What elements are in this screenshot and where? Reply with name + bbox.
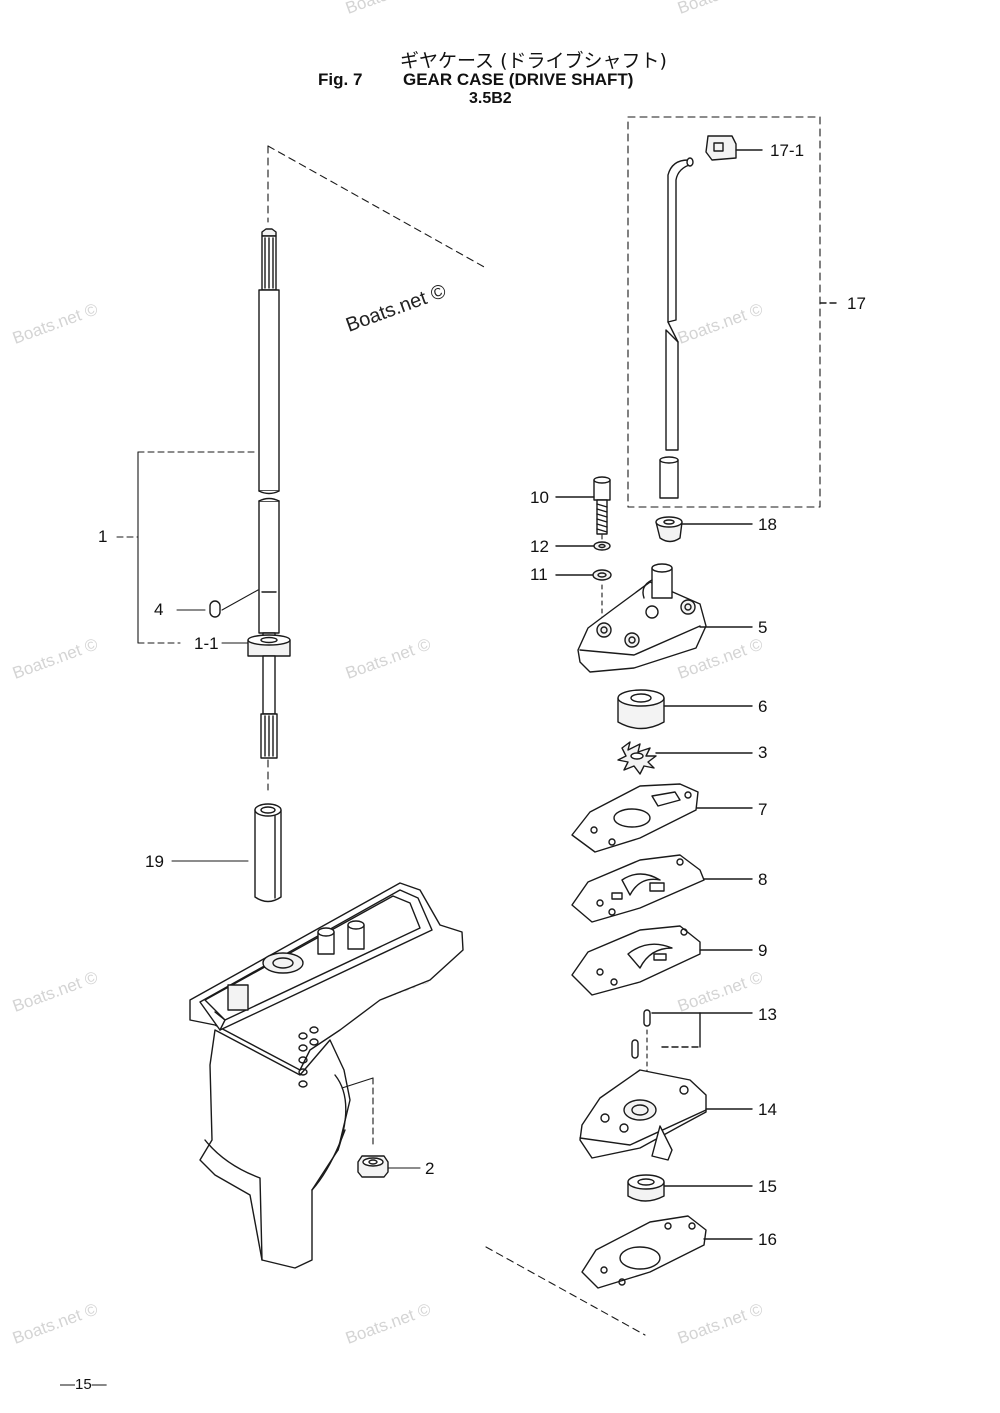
gasket-part-7: [571, 783, 753, 853]
plate-part-8: [571, 854, 753, 923]
callout-16: 16: [758, 1230, 777, 1249]
seal-part-15: [627, 1174, 753, 1202]
callout-8: 8: [758, 870, 768, 889]
callout-3: 3: [758, 743, 768, 762]
washer-part-12: [555, 541, 611, 551]
title-english: GEAR CASE (DRIVE SHAFT): [403, 70, 634, 89]
page-number: —15—: [60, 1376, 107, 1393]
callout-19: 19: [145, 852, 164, 871]
callout-bracket-1: [116, 451, 258, 644]
pin-part-4: [209, 600, 221, 618]
gasket-part-9: [571, 925, 753, 996]
callout-10: 10: [530, 488, 549, 507]
water-tube: [659, 157, 841, 499]
callout-18: 18: [758, 515, 777, 534]
water-intake-holes: [298, 1026, 319, 1088]
grommet-part-18: [655, 516, 753, 543]
sleeve-part-19: [254, 803, 282, 903]
leader-lines-left: [171, 589, 421, 1169]
callout-4: 4: [154, 600, 164, 619]
model-code: 3.5B2: [469, 90, 512, 107]
figure-number: Fig. 7: [318, 70, 363, 89]
pinion-gear-part-2: [357, 1155, 389, 1178]
callout-13: 13: [758, 1005, 777, 1024]
callout-17: 17: [847, 294, 866, 313]
callout-2: 2: [425, 1159, 435, 1178]
impeller-part-3: [617, 741, 753, 775]
callout-7: 7: [758, 800, 768, 819]
bolt-part-10: [555, 476, 611, 535]
drive-shaft: [247, 228, 291, 759]
callout-17-1: 17-1: [770, 141, 805, 160]
callout-12: 12: [530, 537, 549, 556]
grommet-part-17-1: [705, 135, 763, 161]
callout-5: 5: [758, 618, 768, 637]
callout-11: 11: [530, 565, 548, 584]
dowel-pins-part-13: [631, 1009, 753, 1059]
callout-1: 1: [98, 527, 108, 546]
callout-1-1: 1-1: [194, 634, 219, 653]
lower-pump-housing-part-14: [579, 1069, 753, 1161]
pump-case-part-5: [577, 563, 753, 673]
title-japanese: ギヤケース (ドライブシャフト): [400, 50, 667, 72]
callout-6: 6: [758, 697, 768, 716]
water-tube-assembly-box: [627, 116, 821, 508]
callout-14: 14: [758, 1100, 777, 1119]
insert-part-6: [617, 689, 753, 730]
callout-bracket-2: [341, 1077, 374, 1149]
callout-9: 9: [758, 941, 768, 960]
gear-case-housing: [189, 882, 464, 1269]
washer-part-11: [555, 569, 612, 581]
gasket-part-16: [581, 1215, 753, 1289]
callout-15: 15: [758, 1177, 777, 1196]
